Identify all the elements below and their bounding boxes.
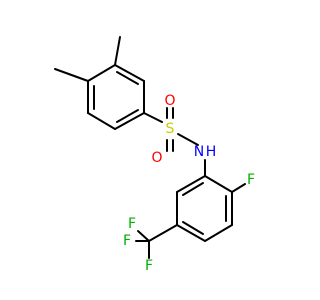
bond-methyl-upper [114,36,121,66]
bond-ring2-d [176,224,206,242]
bond-sulfur-nitrogen [177,133,199,146]
hydrogen-label: H [206,144,217,160]
atom-labels: S O O N H F F F F [123,93,255,274]
bond-ring1-f [114,64,145,82]
bond-ring-to-sulfur [143,112,163,123]
oxygen-top-label: O [164,93,175,109]
bond-ring1-double-2 [116,109,139,123]
bond-ring1-c [87,112,116,130]
fluorine-label-ring: F [247,172,255,188]
bond-methyl-left [54,68,89,82]
fluorine-label-cf3-top: F [128,216,136,232]
bond-ring1-a [87,64,116,82]
bond-ring1-d [114,112,145,130]
bond-ring2-double-2 [182,221,204,235]
nitrogen-label: N [194,144,204,160]
bond-ring1-double-3 [116,71,139,85]
fluorine-label-cf3-left: F [123,233,131,249]
sulfur-label: S [166,121,175,137]
bond-cf3-f-top [137,230,150,242]
bond-ring-cf3 [148,224,178,242]
bond-ring-fluorine [231,183,246,193]
molecule-diagram: S O O N H F F F F [54,36,255,274]
bond-ring2-c [204,224,233,242]
oxygen-bottom-label: O [151,150,162,166]
bond-ring2-f [176,175,206,193]
bond-ring2-a [204,175,233,193]
bond-ring2-double-3 [182,182,204,196]
bonds [54,36,246,259]
fluorine-label-cf3-bottom: F [145,258,153,274]
